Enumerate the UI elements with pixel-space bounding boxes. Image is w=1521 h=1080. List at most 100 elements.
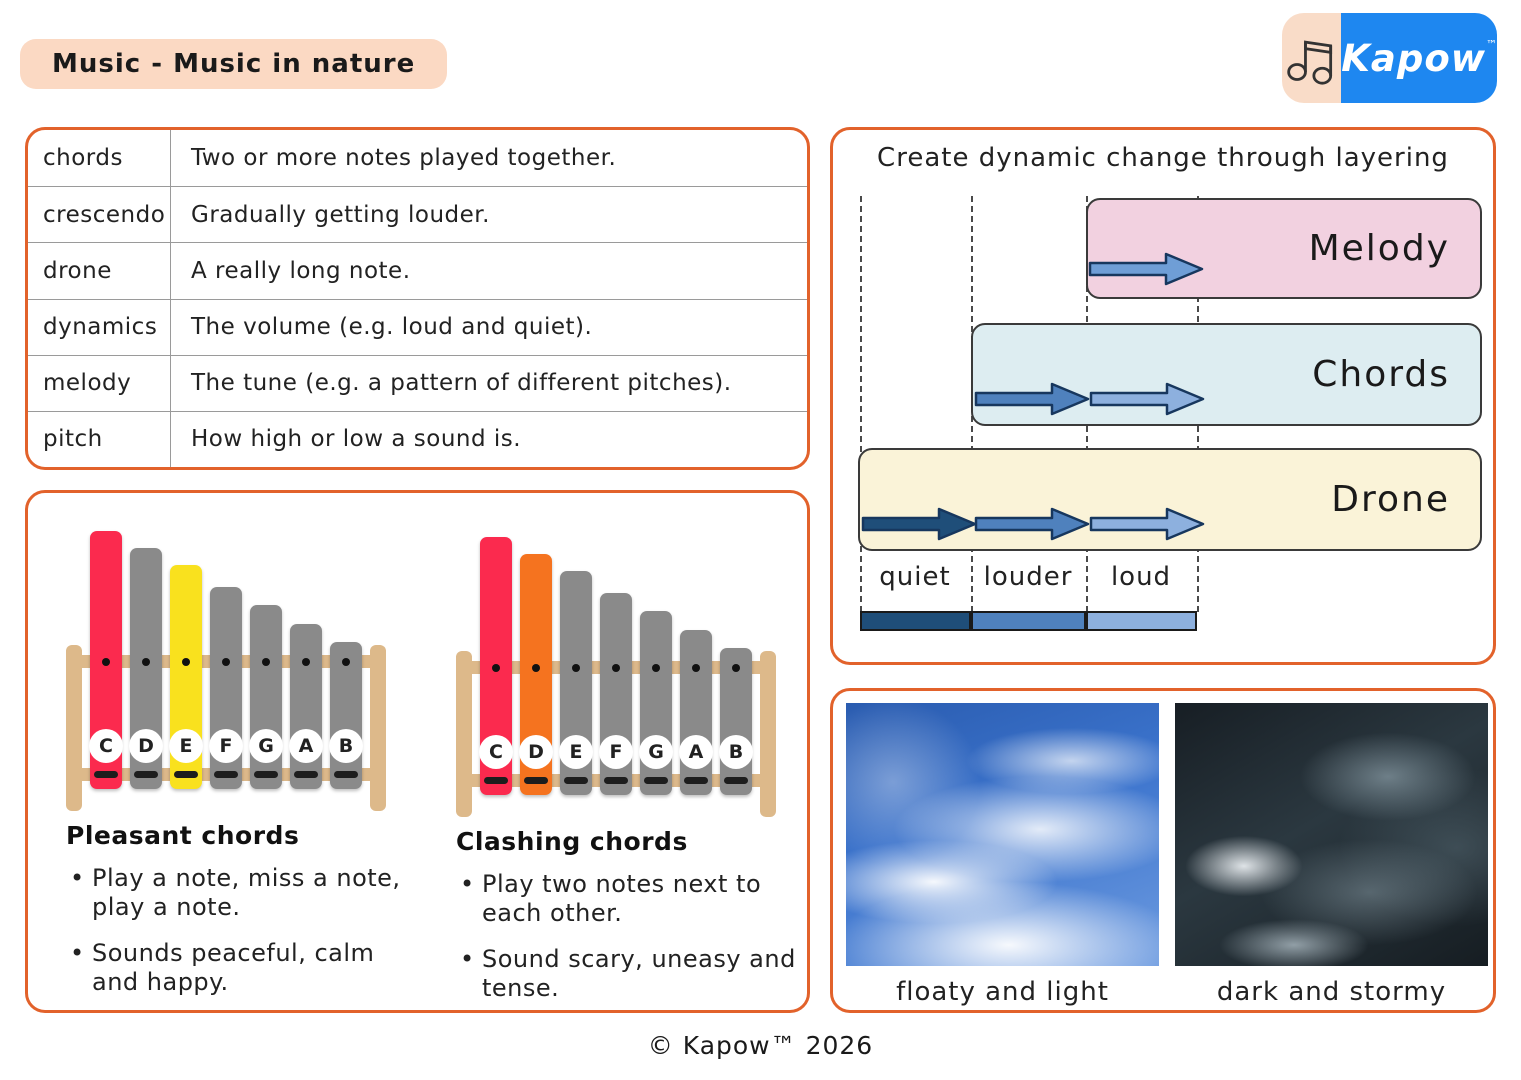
note-label-C: C [89, 729, 123, 763]
floaty-sky-photo [846, 703, 1159, 966]
note-label-E: E [169, 729, 203, 763]
bar-peg-dot [492, 664, 500, 672]
note-label-F: F [209, 729, 243, 763]
page-title: Music - Music in nature [20, 39, 448, 89]
bar-slot-dash [134, 771, 158, 778]
bar-peg-dot [612, 664, 620, 672]
xylophone-bar-C: C [479, 537, 513, 795]
glossary-term: drone [28, 243, 171, 299]
xylophone-bar-F: F [209, 587, 243, 789]
xylophone-bar-E: E [169, 565, 203, 789]
dynamics-arrow-icon [974, 505, 1090, 543]
xylophone-bar-A: A [679, 630, 713, 795]
glossary-table: chords Two or more notes played together.… [25, 127, 810, 470]
bar-peg-dot [532, 664, 540, 672]
note-label-B: B [329, 729, 363, 763]
layer-label: Chords [1312, 354, 1450, 395]
glossary-row: chords Two or more notes played together. [28, 130, 807, 187]
bar-peg-dot [732, 664, 740, 672]
glossary-definition: The volume (e.g. loud and quiet). [191, 314, 593, 341]
chord-bullet: Sounds peaceful, calm and happy. [66, 939, 411, 998]
xylophone-bar-A: A [289, 624, 323, 789]
glossary-definition: Two or more notes played together. [191, 145, 617, 172]
dynamics-arrow-icon [861, 505, 977, 543]
note-label-F: F [599, 735, 633, 769]
bar-peg-dot [572, 664, 580, 672]
xylophone-bar-G: G [249, 605, 283, 789]
glossary-term: pitch [28, 411, 171, 467]
chord-bullet: Play a note, miss a note, play a note. [66, 864, 411, 923]
bar-peg-dot [342, 658, 350, 666]
glossary-row: pitch How high or low a sound is. [28, 410, 807, 467]
note-label-G: G [249, 729, 283, 763]
bar-slot-dash [94, 771, 118, 778]
chord-bullet: Sound scary, uneasy and tense. [456, 945, 801, 1004]
dynamics-legend-segment [971, 611, 1086, 631]
note-label-D: D [129, 729, 163, 763]
bar-peg-dot [142, 658, 150, 666]
bar-peg-dot [262, 658, 270, 666]
xylophone-bar-E: E [559, 571, 593, 795]
note-label-E: E [559, 735, 593, 769]
layer-label: Melody [1308, 228, 1450, 269]
chord-description-column: Pleasant chordsPlay a note, miss a note,… [66, 821, 411, 1013]
layer-label: Drone [1331, 479, 1450, 520]
xylophone-bar-G: G [639, 611, 673, 795]
layer-box-melody: Melody [1086, 198, 1482, 299]
dynamics-legend-label: loud [1110, 562, 1172, 592]
glossary-row: dynamics The volume (e.g. loud and quiet)… [28, 298, 807, 355]
dynamics-arrow-icon [974, 380, 1090, 418]
bar-slot-dash [604, 777, 628, 784]
bar-peg-dot [222, 658, 230, 666]
bar-peg-dot [182, 658, 190, 666]
nature-panel: floaty and light dark and stormy [830, 688, 1496, 1013]
bar-peg-dot [102, 658, 110, 666]
glossary-row: melody The tune (e.g. a pattern of differ… [28, 354, 807, 411]
note-label-D: D [519, 735, 553, 769]
dynamics-legend-segment [1086, 611, 1197, 631]
note-label-A: A [679, 735, 713, 769]
kapow-wordmark: Kapow ™ [1341, 13, 1497, 103]
glossary-definition: How high or low a sound is. [191, 426, 522, 453]
xylophone-bar-C: C [89, 531, 123, 789]
glossary-term: melody [28, 355, 171, 411]
kapow-brand-text: Kapow [1341, 36, 1486, 80]
glossary-definition: A really long note. [191, 257, 411, 284]
bar-slot-dash [254, 771, 278, 778]
glossary-term: chords [28, 130, 171, 187]
note-label-B: B [719, 735, 753, 769]
kapow-logo: Kapow ™ [1282, 13, 1497, 103]
note-label-G: G [639, 735, 673, 769]
bar-peg-dot [692, 664, 700, 672]
bar-peg-dot [652, 664, 660, 672]
xylophone-bar-D: D [129, 548, 163, 789]
glossary-term: dynamics [28, 299, 171, 355]
bar-slot-dash [214, 771, 238, 778]
xylophone-post [456, 651, 472, 817]
photo-caption-light: floaty and light [896, 977, 1109, 1007]
chord-bullet-list: Play a note, miss a note, play a note. So… [66, 864, 411, 997]
bar-slot-dash [564, 777, 588, 784]
bar-slot-dash [684, 777, 708, 784]
chord-bullet-list: Play two notes next to each other.Sound … [456, 870, 801, 1003]
bar-slot-dash [334, 771, 358, 778]
note-label-A: A [289, 729, 323, 763]
dynamics-arrow-icon [1089, 380, 1205, 418]
bar-slot-dash [724, 777, 748, 784]
layer-box-drone: Drone [858, 448, 1482, 551]
music-notes-icon [1282, 13, 1342, 103]
bar-slot-dash [294, 771, 318, 778]
photo-caption-stormy: dark and stormy [1216, 977, 1447, 1007]
kapow-tm: ™ [1486, 37, 1497, 51]
chord-heading: Pleasant chords [66, 821, 300, 850]
glossary-term: crescendo [28, 187, 171, 243]
dynamics-legend-label: quiet [879, 562, 951, 592]
dynamics-legend-label: louder [983, 562, 1073, 592]
chord-description-column: Clashing chordsPlay two notes next to ea… [456, 827, 801, 1019]
bar-peg-dot [302, 658, 310, 666]
glossary-definition: The tune (e.g. a pattern of different pi… [191, 370, 732, 397]
layering-title: Create dynamic change through layering [877, 143, 1449, 173]
